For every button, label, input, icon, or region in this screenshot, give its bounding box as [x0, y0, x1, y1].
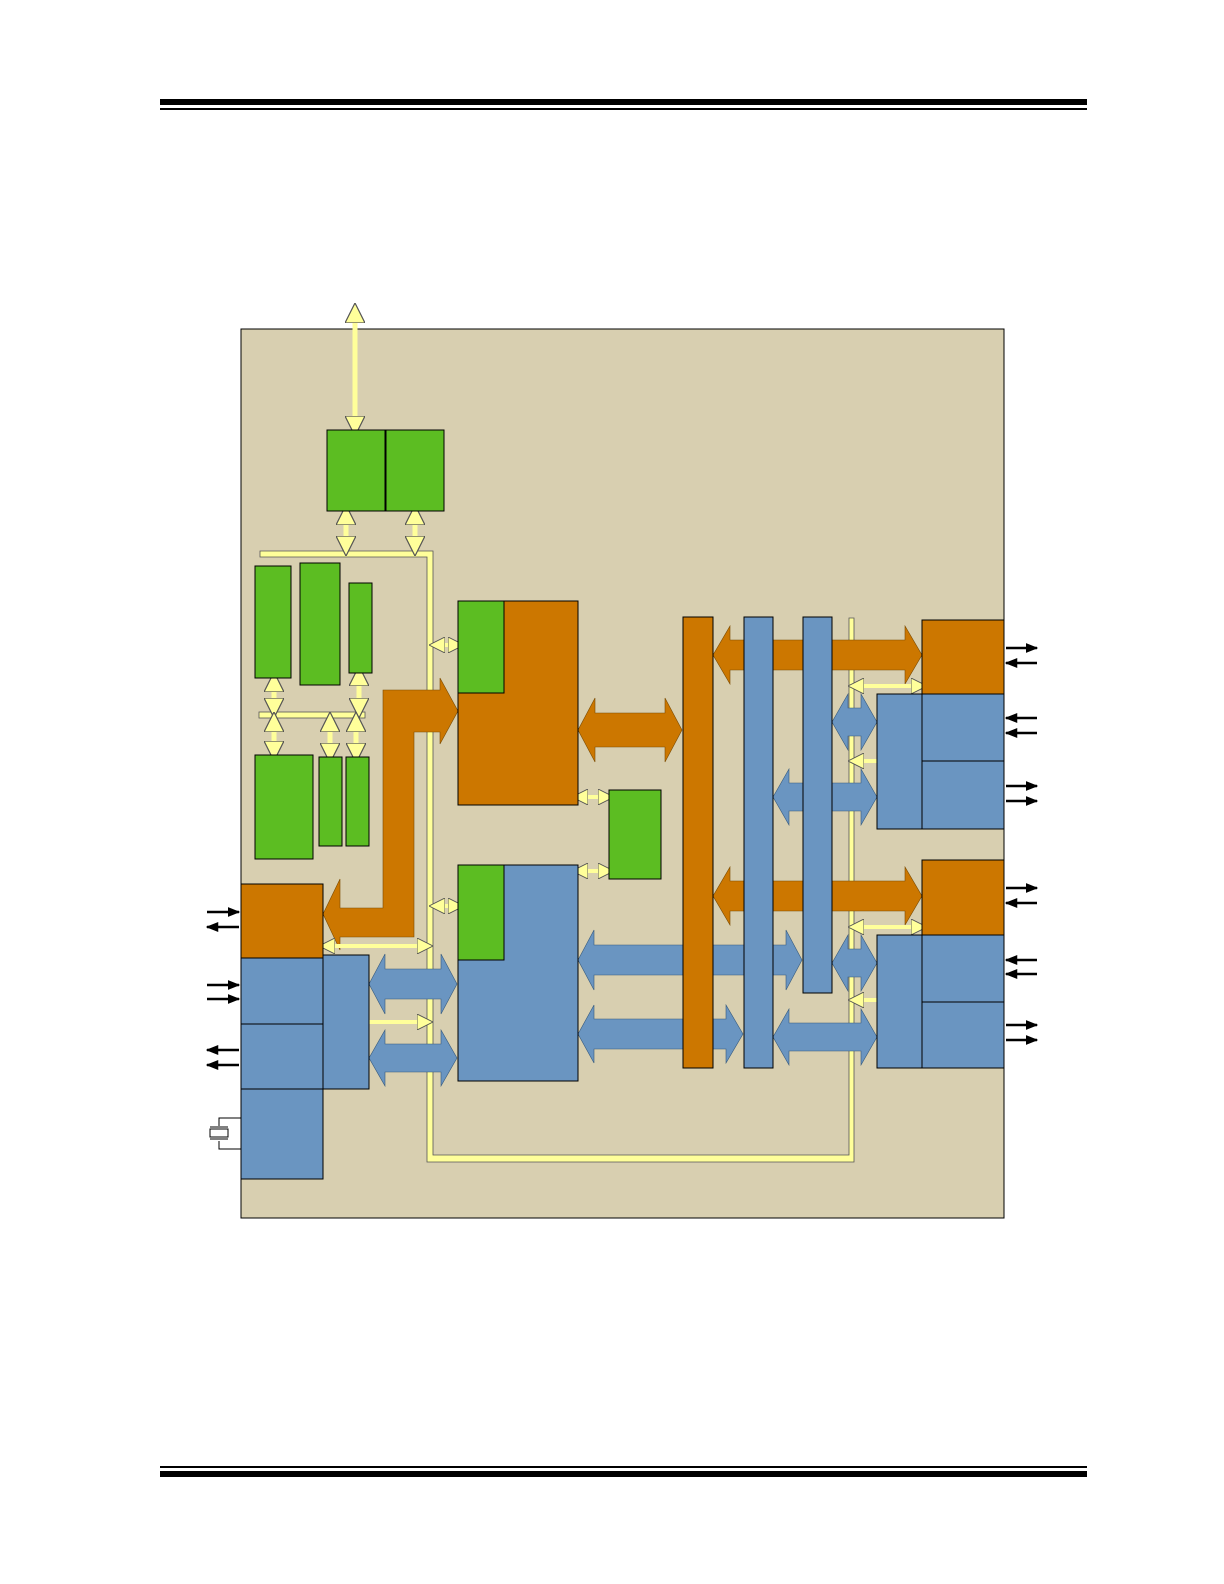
green-block-low-3	[345, 756, 370, 847]
blue-bridge-2	[802, 616, 833, 994]
cpu-lower-green-subblock	[457, 864, 505, 961]
green-block-mid	[608, 789, 662, 880]
blue-blocks	[240, 616, 1005, 1180]
green-block-mem-1	[254, 565, 292, 679]
green-block-top-left	[326, 429, 386, 512]
green-block-mem-3	[348, 582, 373, 674]
orange-left-periph	[240, 883, 324, 959]
blue-right-side-top	[876, 693, 923, 830]
blue-left-osc	[240, 1088, 324, 1180]
green-block-low-1	[254, 754, 314, 860]
orange-right-periph-bottom	[921, 859, 1005, 936]
blue-left-1	[240, 957, 324, 1025]
blue-bridge-1	[743, 616, 774, 1069]
io-pin-arrows	[205, 643, 1039, 1070]
green-block-top-right	[385, 429, 445, 512]
blue-right-1	[921, 693, 1005, 762]
header-rule-thin	[160, 108, 1087, 110]
footer-rule-thick	[160, 1471, 1087, 1477]
header-rule-thick	[160, 99, 1087, 105]
blue-left-side	[322, 954, 370, 1090]
blue-right-4	[921, 1001, 1005, 1069]
blue-right-3	[921, 934, 1005, 1003]
blue-left-2	[240, 1023, 324, 1090]
green-block-mem-2	[299, 562, 341, 686]
footer-rule-thin	[160, 1466, 1087, 1468]
orange-matrix-bar	[682, 616, 714, 1069]
crystal-icon	[209, 1117, 241, 1150]
cpu-upper-green-subblock	[457, 600, 505, 694]
blue-right-side-bottom	[876, 934, 923, 1069]
blue-right-2	[921, 760, 1005, 830]
green-block-low-2	[318, 756, 343, 847]
green-blocks	[254, 429, 662, 880]
orange-right-periph-top	[921, 619, 1005, 695]
